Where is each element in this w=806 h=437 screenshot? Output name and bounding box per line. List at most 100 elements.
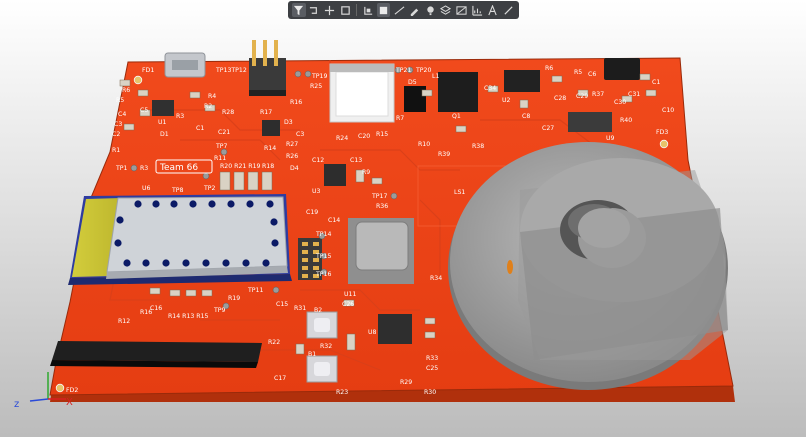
measure-icon[interactable] (455, 3, 469, 17)
svg-text:C14: C14 (328, 217, 340, 224)
svg-text:R14 R13 R15: R14 R13 R15 (168, 313, 209, 320)
svg-text:R7: R7 (396, 115, 404, 122)
svg-text:C8: C8 (522, 113, 530, 120)
svg-text:R34: R34 (430, 275, 442, 282)
usb-connector[interactable] (164, 52, 206, 78)
ic-u8 (378, 314, 412, 344)
button-b2[interactable] (306, 311, 338, 339)
svg-text:R20 R21 R19: R20 R21 R19 (220, 163, 261, 170)
svg-text:R5: R5 (116, 97, 124, 104)
test-points (130, 66, 414, 310)
svg-text:C3: C3 (296, 131, 304, 138)
svg-text:C29: C29 (576, 93, 588, 100)
chart-icon[interactable] (470, 3, 484, 17)
svg-text:R12: R12 (118, 318, 130, 325)
radio-module[interactable] (68, 194, 292, 285)
svg-text:U11: U11 (344, 291, 356, 298)
svg-text:R16: R16 (290, 99, 302, 106)
svg-text:D5: D5 (408, 79, 417, 86)
pin-header-top[interactable] (249, 40, 286, 96)
line-icon[interactable] (501, 3, 515, 17)
svg-text:R24: R24 (336, 135, 348, 142)
svg-text:C26: C26 (342, 301, 354, 308)
svg-text:R10: R10 (418, 141, 430, 148)
svg-text:TP8: TP8 (171, 187, 184, 194)
svg-text:B1: B1 (308, 351, 316, 358)
svg-text:R3: R3 (176, 113, 184, 120)
select-rect-icon[interactable] (339, 3, 353, 17)
svg-text:R5: R5 (574, 69, 582, 76)
svg-text:U1: U1 (158, 119, 167, 126)
axis-triad (29, 372, 66, 402)
svg-text:C31: C31 (628, 91, 640, 98)
speaker-ls1[interactable] (448, 142, 728, 390)
svg-text:R18: R18 (262, 163, 274, 170)
ic-u2 (504, 70, 540, 92)
svg-text:C28: C28 (554, 95, 566, 102)
svg-text:C15: C15 (276, 301, 288, 308)
module-castellations (114, 200, 279, 267)
svg-text:C16: C16 (150, 305, 162, 312)
svg-text:TP20: TP20 (415, 67, 431, 74)
sd-card-slot[interactable] (329, 63, 395, 123)
svg-text:TP2: TP2 (203, 185, 216, 192)
pen-icon[interactable] (408, 3, 422, 17)
module-shield (106, 196, 288, 273)
svg-text:C21: C21 (218, 129, 230, 136)
svg-text:TP7: TP7 (215, 143, 228, 150)
align-icon[interactable] (361, 3, 375, 17)
button-b1[interactable] (306, 355, 338, 383)
svg-text:U3: U3 (312, 188, 321, 195)
connector-top-right (604, 58, 640, 80)
svg-text:R6: R6 (122, 87, 130, 94)
svg-text:U2: U2 (502, 97, 511, 104)
svg-text:R33: R33 (426, 355, 438, 362)
svg-text:R37: R37 (592, 91, 604, 98)
wire-icon[interactable] (392, 3, 406, 17)
jtag-header[interactable] (298, 238, 322, 280)
axis-z-label: z (14, 399, 20, 410)
filter-icon[interactable] (292, 3, 306, 17)
svg-text:R16: R16 (140, 309, 152, 316)
svg-text:TP21: TP21 (395, 67, 411, 74)
svg-text:C2: C2 (112, 131, 120, 138)
svg-text:R11: R11 (214, 155, 226, 162)
ic-d3 (262, 120, 280, 136)
svg-text:D3: D3 (284, 119, 293, 126)
svg-text:C6: C6 (588, 71, 596, 78)
svg-text:U6: U6 (142, 185, 151, 192)
svg-text:C34: C34 (484, 85, 496, 92)
svg-text:LS1: LS1 (454, 189, 465, 196)
svg-text:C27: C27 (542, 125, 554, 132)
svg-text:D4: D4 (290, 165, 299, 172)
svg-text:TP1: TP1 (115, 165, 128, 172)
svg-text:R9: R9 (362, 169, 370, 176)
team-logo: Team 66 (155, 159, 213, 174)
svg-text:TP11: TP11 (247, 287, 263, 294)
svg-text:C30: C30 (614, 99, 626, 106)
crosshair-icon[interactable] (323, 3, 337, 17)
layers-icon[interactable] (439, 3, 453, 17)
fiducials (55, 75, 669, 393)
svg-text:C5: C5 (140, 107, 148, 114)
ic-u11[interactable] (348, 218, 414, 284)
svg-text:C25: C25 (426, 365, 438, 372)
edge-connector[interactable] (50, 341, 262, 368)
designator-labels: FD1 TP13TP12 TP19 R25 TP21 TP20 L1 D5 R6… (66, 65, 674, 396)
axis-x-label: X (66, 397, 73, 408)
toolbar-separator (356, 4, 358, 16)
svg-text:TP16: TP16 (315, 271, 331, 278)
ic-u1 (152, 100, 174, 116)
svg-text:R30: R30 (424, 389, 436, 396)
route-icon[interactable] (308, 3, 322, 17)
highlight-icon[interactable] (424, 3, 438, 17)
svg-text:R29: R29 (400, 379, 412, 386)
svg-text:R3: R3 (140, 165, 148, 172)
svg-text:TP14: TP14 (315, 231, 331, 238)
text-icon[interactable] (486, 3, 500, 17)
svg-text:C1: C1 (196, 125, 204, 132)
svg-text:R23: R23 (336, 389, 348, 396)
component-icon[interactable] (376, 3, 391, 17)
svg-text:L1: L1 (432, 73, 439, 80)
